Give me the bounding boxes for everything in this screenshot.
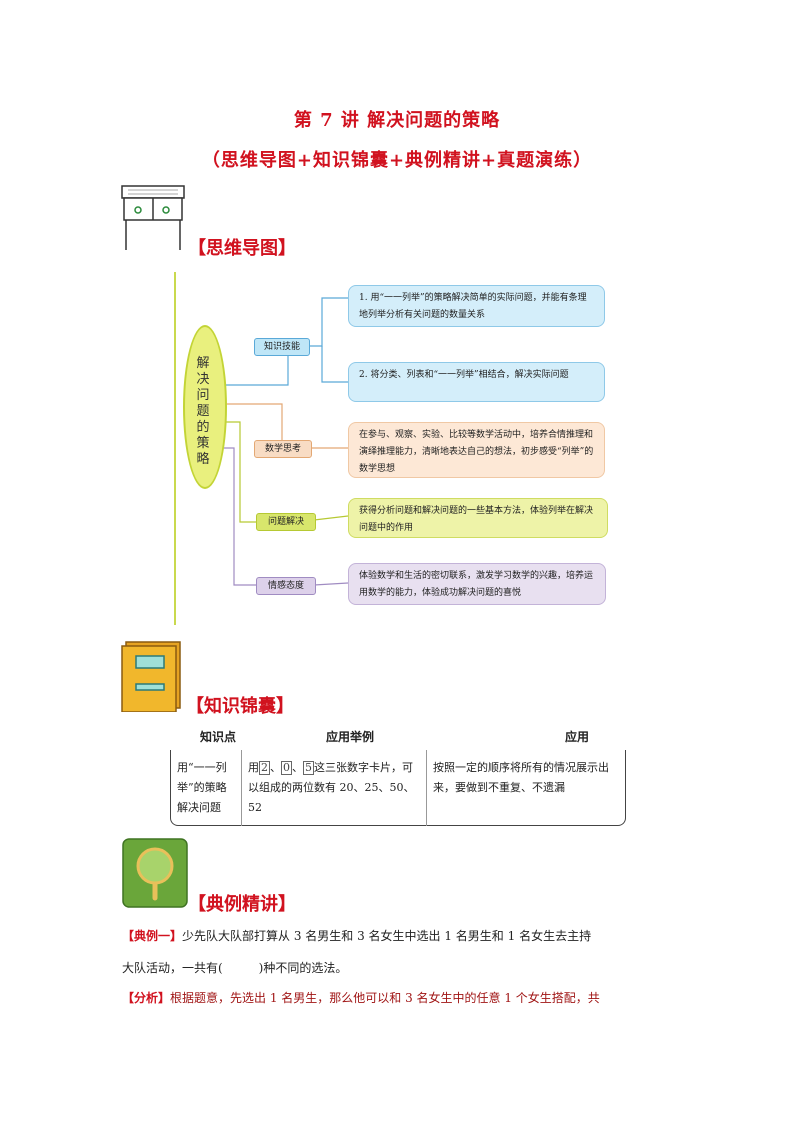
- knowledge-heading: 【知识锦囊】: [186, 696, 294, 717]
- table-header-application: 应用: [565, 730, 590, 744]
- mindmap-tag-problem-solving: 问题解决: [256, 513, 316, 531]
- book-icon: [121, 641, 181, 712]
- mindmap-box-5: 体验数学和生活的密切联系，激发学习数学的兴趣，培养运用数学的能力，体验成功解决问…: [348, 563, 606, 605]
- example-suffix: 这三张数字卡片，可以组成的两位数有 20、25、50、52: [248, 761, 415, 814]
- mindmap-tag-thinking: 数学思考: [254, 440, 312, 458]
- example-prefix: 用: [248, 761, 259, 774]
- example-question-line2: 大队活动，一共有( )种不同的选法。: [122, 961, 348, 975]
- cabinet-icon: [121, 185, 185, 250]
- mindmap-connectors: [174, 272, 349, 625]
- example-question-line1: 【典例一】少先队大队部打算从 3 名男生和 3 名女生中选出 1 名男生和 1 …: [122, 929, 592, 943]
- mindmap-heading: 【思维导图】: [188, 238, 296, 259]
- number-card: 2: [259, 761, 270, 775]
- mindmap-center-node: [183, 325, 227, 489]
- analysis-label: 【分析】: [122, 991, 171, 1005]
- mindmap-box-4: 获得分析问题和解决问题的一些基本方法，体验列举在解决问题中的作用: [348, 498, 608, 538]
- mindmap-box-2: 2. 将分类、列表和“一一列举”相结合，解决实际问题: [348, 362, 605, 402]
- mindmap-box-3: 在参与、观察、实验、比较等数学活动中，培养合情推理和演绎推理能力，清晰地表达自己…: [348, 422, 605, 478]
- table-header-point: 知识点: [200, 730, 237, 744]
- page-title: 第 7 讲 解决问题的策略: [293, 110, 501, 131]
- mindmap-tag-attitude: 情感态度: [256, 577, 316, 595]
- mindmap-center-label: 解决问题的策略: [196, 356, 210, 467]
- mindmap-tag-knowledge: 知识技能: [254, 338, 310, 356]
- page-subtitle: （思维导图+知识锦囊+典例精讲+真题演练）: [201, 150, 593, 171]
- cell-point: 用“一一列举”的策略解决问题: [177, 761, 227, 814]
- number-card: 5: [303, 761, 314, 775]
- magnifier-icon: [122, 838, 188, 908]
- table-header-example: 应用举例: [326, 730, 375, 744]
- example-heading: 【典例精讲】: [188, 894, 296, 915]
- example-label: 【典例一】: [122, 929, 183, 943]
- cell-application: 按照一定的顺序将所有的情况展示出来，要做到不重复、不遗漏: [426, 750, 625, 826]
- mindmap-box-1: 1. 用“一一列举”的策略解决简单的实际问题，并能有条理地列举分析有关问题的数量…: [348, 285, 605, 327]
- number-card: 0: [281, 761, 292, 775]
- example-analysis: 【分析】根据题意，先选出 1 名男生，那么他可以和 3 名女生中的任意 1 个女…: [122, 991, 600, 1005]
